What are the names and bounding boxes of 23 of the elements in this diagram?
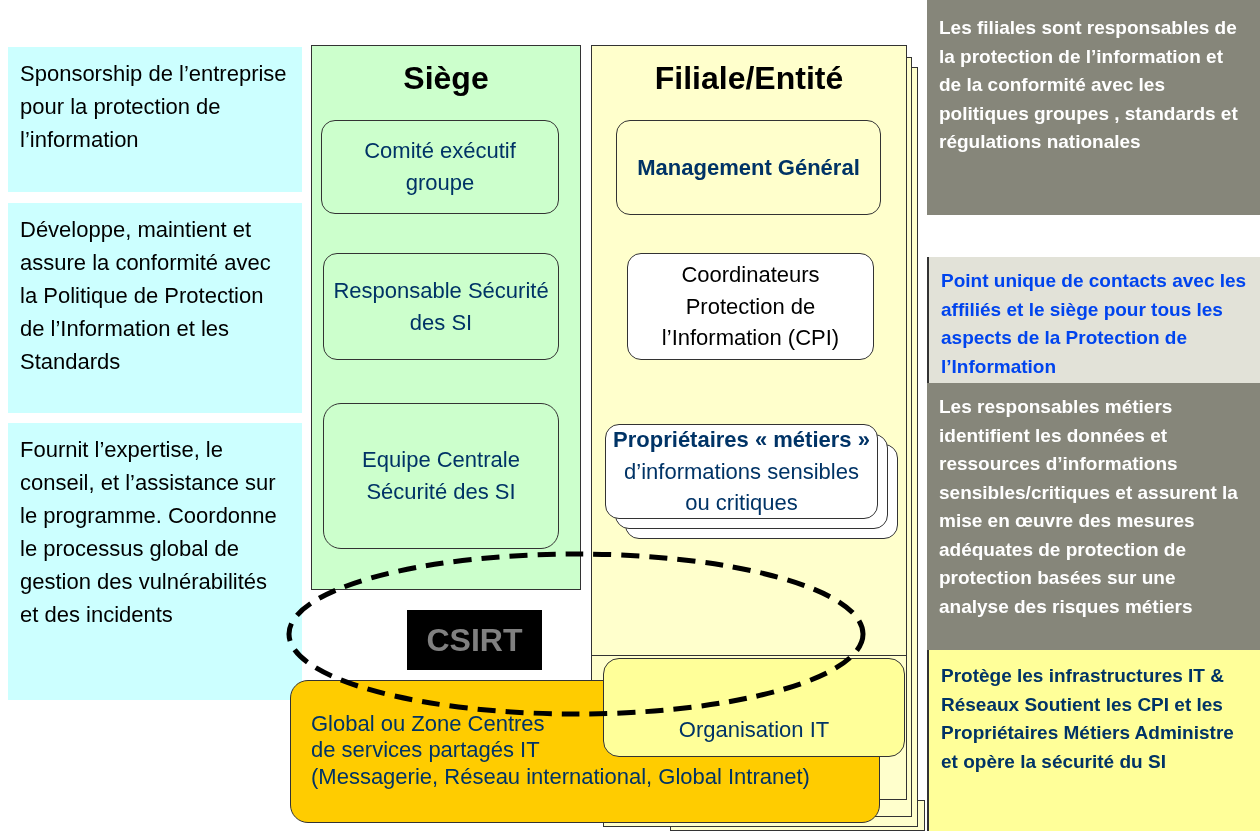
note-box: Protège les infrastructures IT & Réseaux Soutient les CPI et les Propriétaires Métiers Administre et opère la sécurité du SI [927,650,1260,831]
note-box: Les filiales sont responsables de la protection de l’information et de la conformité avec les politiques groupes , standards et régulations nationales [927,0,1260,215]
role-box: Organisation IT [603,658,905,757]
role-box [605,424,878,519]
note-box: Les responsables métiers identifient les données et ressources d’informations sensibles/critiques et assurent la mise en œuvre des mesures adéquates de protection de protection basées sur une analyse des risques métiers [927,383,1260,650]
column-panel [311,45,581,590]
description-box: Sponsorship de l’entreprise pour la protection de l’information [8,47,302,192]
column-panel [591,45,907,656]
role-description: d’informations sensibles ou critiques [623,457,860,518]
dashed-ellipse [286,551,866,717]
service-title: Global ou Zone Centres de services partagés IT [311,711,546,764]
role-box: Equipe Centrale Sécurité des SI [323,403,559,549]
service-description: (Messagerie, Réseau international, Global Intranet) [311,763,811,791]
description-box: Fournit l’expertise, le conseil, et l’assistance sur le programme. Coordonne le processus global de gestion des vulnérabilités et des incidents [8,423,302,700]
role-heading: Propriétaires « métiers » [613,425,870,454]
column-title: Siège [402,60,490,97]
column-title: Filiale/Entité [653,60,845,97]
role-box: Management Général [616,120,881,215]
role-box: Coordinateurs Protection de l’Information (CPI) [627,253,874,360]
role-box: Responsable Sécurité des SI [323,253,559,360]
note-box: Point unique de contacts avec les affiliés et le siège pour tous les aspects de la Protection de l’Information [927,257,1260,383]
description-box: Développe, maintient et assure la conformité avec la Politique de Protection de l’Information et les Standards [8,203,302,413]
role-box: Comité exécutif groupe [321,120,559,214]
